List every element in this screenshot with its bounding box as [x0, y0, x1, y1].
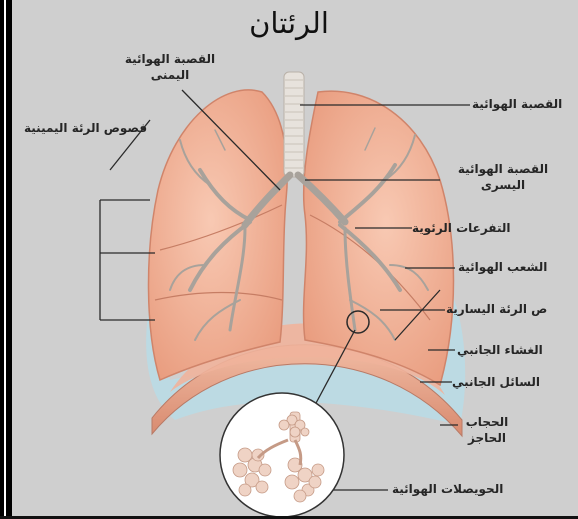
label-left-bronchus: القصبة الهوائية اليسرى	[448, 161, 558, 193]
left-lung-shape	[304, 91, 454, 385]
label-pleural-fluid: السائل الجانبي	[452, 375, 540, 389]
label-trachea: القصبة الهوائية	[472, 97, 562, 111]
label-alveoli: الحويصلات الهوائية	[392, 482, 503, 496]
label-right-bronchus: القصبة الهوائية اليمنى	[120, 51, 220, 83]
label-left-lobes: ص الرئة اليسارية	[446, 302, 547, 316]
diagram-title: الرئتان	[0, 6, 578, 40]
label-bronchial-branches: التفرعات الرئوية	[412, 221, 510, 235]
label-bronchioles: الشعب الهوائية	[458, 260, 547, 274]
right-lung-shape	[148, 90, 287, 380]
label-right-lobes: فصوص الرئة اليمينية	[24, 121, 147, 135]
label-pleura: الغشاء الجانبي	[457, 343, 543, 357]
label-diaphragm: الحجاب الحاجز	[452, 414, 522, 446]
